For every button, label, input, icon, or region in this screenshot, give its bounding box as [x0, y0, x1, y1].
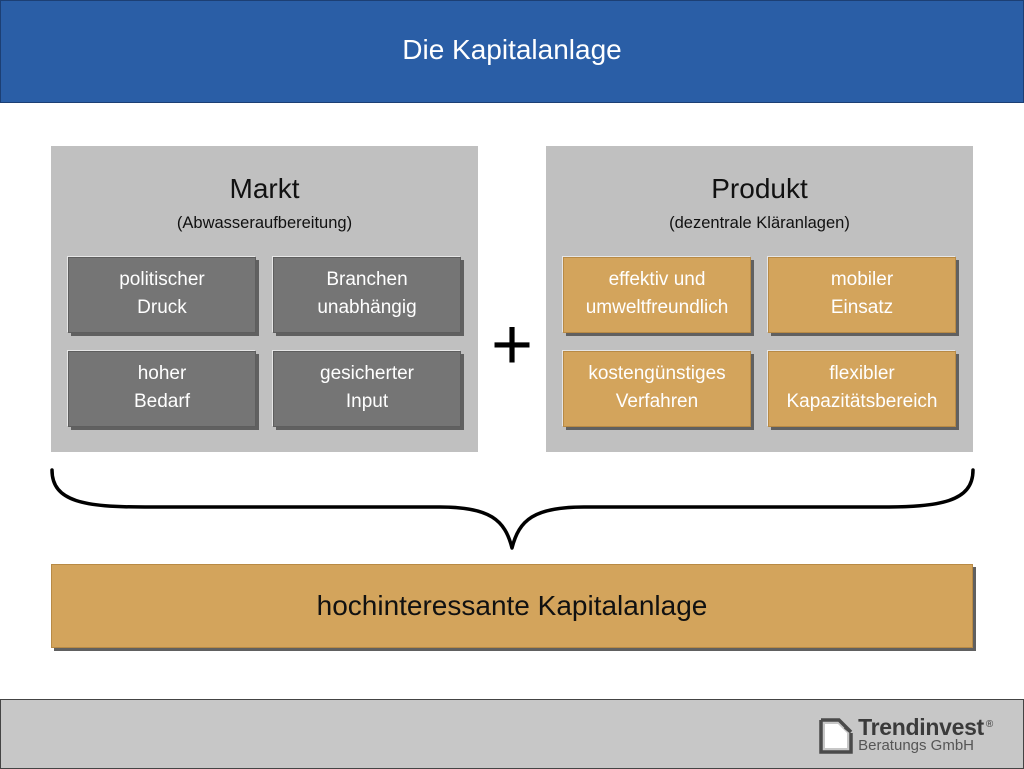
result-box: hochinteressante Kapitalanlage	[51, 564, 973, 648]
product-box-cost-effective: kostengünstiges Verfahren	[563, 351, 751, 427]
company-logo: Trendinvest® Beratungs GmbH	[818, 713, 993, 757]
market-box-label: gesicherter Input	[320, 363, 414, 412]
product-box-label: effektiv und umweltfreundlich	[585, 269, 729, 318]
page-title: Die Kapitalanlage	[402, 33, 622, 65]
product-box-label: mobiler Einsatz	[830, 269, 894, 318]
market-box-secured-input: gesicherter Input	[273, 351, 461, 427]
product-panel: Produkt (dezentrale Kläranlagen) effekti…	[546, 146, 973, 452]
logo-mark-icon	[819, 718, 853, 754]
logo-brand: Trendinvest®	[858, 714, 993, 740]
market-box-label: hoher Bedarf	[134, 363, 190, 412]
product-box-mobile: mobiler Einsatz	[768, 257, 956, 333]
product-box-effective: effektiv und umweltfreundlich	[563, 257, 751, 333]
result-label: hochinteressante Kapitalanlage	[316, 590, 708, 621]
product-box-flexible: flexibler Kapazitätsbereich	[768, 351, 956, 427]
market-title: Markt	[229, 173, 300, 204]
market-box-label: Branchen unabhängig	[317, 269, 417, 318]
product-box-label: kostengünstiges Verfahren	[588, 363, 726, 412]
market-box-industry-independent: Branchen unabhängig	[273, 257, 461, 333]
product-subtitle: (dezentrale Kläranlagen)	[669, 214, 850, 232]
plus-operator: +	[490, 305, 534, 385]
market-box-political-pressure: politischer Druck	[68, 257, 256, 333]
title-bar: Die Kapitalanlage	[0, 0, 1024, 103]
market-subtitle: (Abwasseraufbereitung)	[176, 214, 353, 232]
curly-brace	[50, 468, 975, 550]
logo-subtitle: Beratungs GmbH	[858, 737, 975, 754]
market-box-high-demand: hoher Bedarf	[68, 351, 256, 427]
market-panel: Markt (Abwasseraufbereitung) politischer…	[51, 146, 478, 452]
product-box-label: flexibler Kapazitätsbereich	[786, 363, 938, 412]
footer-bar: Trendinvest® Beratungs GmbH	[0, 699, 1024, 769]
market-box-label: politischer Druck	[119, 269, 205, 318]
product-title: Produkt	[711, 173, 808, 204]
